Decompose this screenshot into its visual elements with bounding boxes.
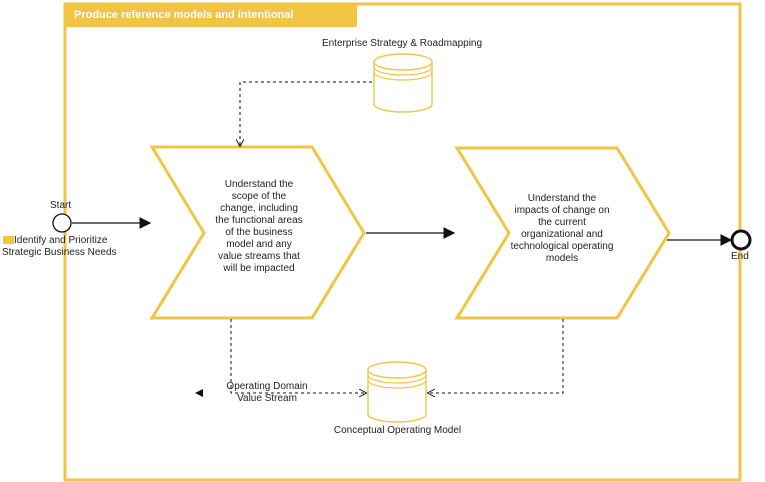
task-impacts-shape[interactable] (454, 146, 671, 320)
swimlane-title: Produce reference models and intentional… (66, 5, 355, 41)
message-icon (3, 236, 14, 244)
trigger-label: Identify and Prioritize Strategic Busine… (2, 235, 117, 258)
data-store-strategy[interactable] (373, 53, 433, 113)
data-store-conceptual-label: Conceptual Operating Model (333, 425, 462, 436)
artifact-label: Operating Domain Value Stream (226, 381, 308, 404)
start-label: Start (50, 200, 72, 211)
assoc-scope-to-conceptual[interactable] (230, 319, 366, 393)
end-event[interactable] (730, 229, 752, 251)
task-impacts-label[interactable]: Understand the impacts of change on the … (510, 193, 614, 264)
task-scope-shape[interactable] (149, 145, 366, 320)
assoc-strategy-to-scope[interactable] (240, 81, 372, 146)
data-store-strategy-label: Enterprise Strategy & Roadmapping (321, 38, 483, 49)
end-label: End (731, 251, 749, 262)
assoc-impacts-to-conceptual[interactable] (428, 319, 564, 393)
artifact-marker-icon (195, 389, 203, 397)
start-event[interactable] (52, 213, 72, 233)
data-store-conceptual[interactable] (367, 361, 427, 423)
task-scope-label[interactable]: Understand the scope of the change, incl… (215, 179, 303, 274)
